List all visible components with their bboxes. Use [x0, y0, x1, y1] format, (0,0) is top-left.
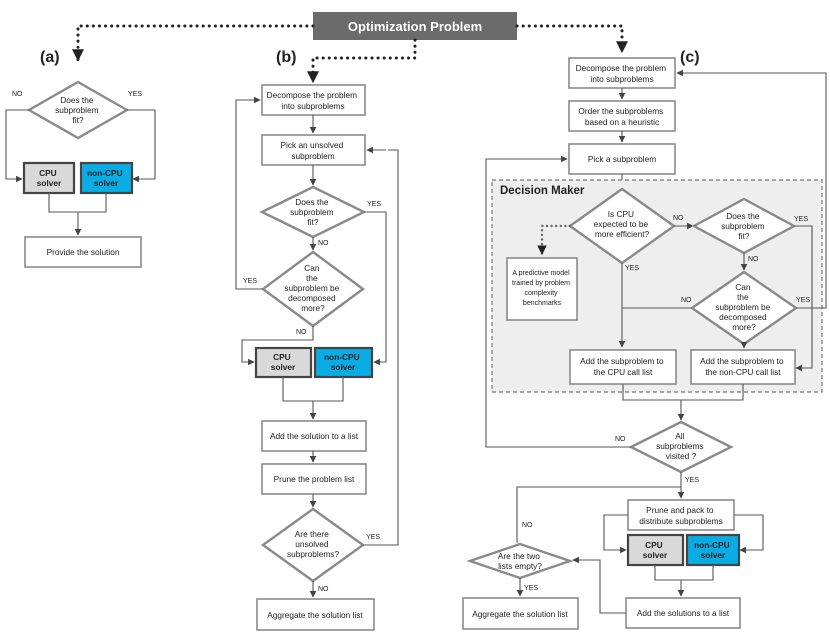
c-decompose-no: NO [681, 297, 692, 304]
c-fit-no: NO [748, 256, 759, 263]
b-pick-box [261, 134, 366, 166]
b-unsolved-no: NO [318, 586, 329, 593]
a-cpu-solver [22, 161, 76, 195]
panel-b-label: (b) [276, 49, 296, 66]
a-noncpu-solver-label: non-CPU solver [87, 168, 125, 188]
c-fit-yes: YES [794, 216, 808, 223]
c-cpu-no: NO [673, 215, 684, 222]
b-aggregate: Aggregate the solution list [267, 610, 363, 620]
a-cpu-solver-label: CPU solver [37, 168, 62, 188]
c-aggregate-box [462, 597, 579, 630]
c-predictive-model: A predictive model trained by problem co… [512, 270, 572, 307]
c-decompose-question: Can the subproblem be decomposed more? [715, 282, 772, 332]
b-cpu-solver [254, 346, 313, 379]
c-empty-no: NO [522, 522, 533, 529]
c-visited-yes: YES [685, 477, 699, 484]
c-add-solutions-box [625, 597, 741, 629]
c-add-noncpu-box [690, 349, 796, 385]
c-order: Order the subproblems based on a heurist… [578, 106, 665, 127]
panel-c: (c) Decompose the problem into subproble… [462, 49, 827, 630]
b-decompose: Decompose the problem into subproblems [267, 90, 360, 111]
c-decompose-yes: YES [796, 297, 810, 304]
b-unsolved-yes: YES [366, 534, 380, 541]
b-fit-question: Does the subproblem fit? [290, 197, 336, 227]
b-add-solution-box [261, 420, 367, 452]
c-cpu-yes: YES [625, 265, 639, 272]
b-fit-yes: YES [367, 201, 381, 208]
c-empty-question: Are the two lists empty? [498, 551, 542, 571]
b-noncpu-solver [313, 346, 374, 379]
c-add-noncpu: Add the subproblem to the non-CPU call l… [700, 356, 786, 377]
b-decompose-question: Can the subproblem be decomposed more? [284, 263, 341, 313]
b-decompose-yes: YES [243, 278, 257, 285]
b-aggregate-box [256, 598, 375, 631]
panel-b: (b) Decompose the problem into subproble… [235, 49, 399, 631]
a-fit-question: Does the subproblem fit? [55, 95, 101, 125]
c-noncpu-solver-label: non-CPU solver [694, 540, 732, 560]
c-decompose: Decompose the problem into subproblems [576, 63, 669, 84]
c-add-solutions: Add the solutions to a list [637, 608, 730, 618]
c-cpu-solver-label: CPU solver [643, 540, 668, 560]
b-cpu-solver-label: CPU solver [271, 352, 296, 372]
b-decompose-no: NO [296, 329, 307, 336]
b-prune: Prune the problem list [274, 474, 355, 484]
panel-a: (a) Does the subproblem fit? NO YES CPU … [5, 49, 156, 268]
c-visited-no: NO [615, 436, 626, 443]
dotted-connectors [72, 24, 628, 84]
c-decompose-box [568, 57, 676, 89]
header-title: Optimization Problem [348, 19, 482, 34]
panel-c-label: (c) [680, 49, 700, 66]
c-cpu-question: Is CPU expected to be more efficient? [594, 209, 651, 239]
decision-maker-title: Decision Maker [500, 185, 585, 197]
c-fit-question: Does the subproblem fit? [721, 211, 767, 241]
c-aggregate: Aggregate the solution list [472, 609, 568, 619]
c-noncpu-solver [685, 533, 741, 567]
c-visited-question: All subproblems visited ? [656, 431, 706, 461]
b-unsolved-question: Are there unsolved subproblems? [287, 529, 340, 559]
optimization-problem-header: Optimization Problem [313, 12, 517, 40]
a-fit-decision [26, 80, 130, 140]
c-prune-pack: Prune and pack to distribute subproblems [639, 505, 722, 526]
c-pick: Pick a subproblem [588, 154, 656, 164]
c-order-box [568, 100, 676, 132]
c-add-cpu: Add the subproblem to the CPU call list [580, 356, 666, 377]
a-provide-solution-box [24, 236, 142, 268]
b-pick: Pick an unsolved subproblem [280, 140, 345, 161]
b-fit-no: NO [318, 240, 329, 247]
c-cpu-solver [626, 533, 685, 567]
c-predictive-model-box [506, 257, 578, 321]
b-add-solution: Add the solution to a list [270, 431, 359, 441]
a-no-label: NO [12, 91, 23, 98]
panel-a-label: (a) [40, 49, 60, 66]
b-prune-box [261, 463, 367, 495]
a-yes-label: YES [128, 91, 142, 98]
b-decompose-box [261, 84, 366, 116]
c-empty-yes: YES [524, 585, 538, 592]
a-provide-solution: Provide the solution [47, 247, 120, 257]
b-noncpu-solver-label: non-CPU solver [324, 352, 362, 372]
